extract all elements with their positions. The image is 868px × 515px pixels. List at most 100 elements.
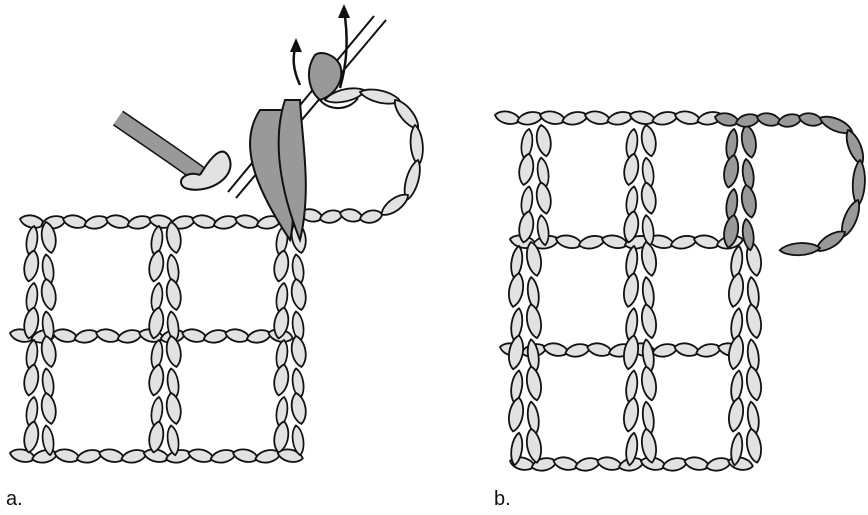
chain-stitch (564, 342, 591, 359)
chain-stitch (693, 233, 721, 250)
double-crochet-post (164, 278, 183, 311)
chain-stitch (126, 214, 153, 231)
double-crochet-post (272, 249, 291, 282)
double-crochet-post (639, 303, 658, 339)
chain-stitch (552, 455, 579, 472)
chain-stitch (670, 234, 698, 251)
double-crochet-post (289, 392, 308, 425)
chain-stitch (596, 455, 623, 472)
chain-stitch (213, 214, 240, 231)
chain-stitch (105, 213, 132, 230)
double-crochet-post (506, 272, 525, 308)
chain-loop (324, 85, 425, 219)
chain-stitch (52, 327, 79, 344)
chain-stitch (181, 327, 208, 344)
chain-stitch (651, 342, 678, 359)
double-crochet-post (744, 303, 763, 339)
double-crochet-post (147, 420, 166, 453)
double-crochet-post (622, 153, 641, 186)
panel-b-svg (440, 0, 868, 515)
chain-stitch (224, 327, 251, 344)
chain-stitch (574, 456, 601, 473)
new-chain-stitch (852, 160, 866, 207)
chain-stitch (542, 341, 569, 358)
double-crochet-post (272, 363, 291, 396)
double-crochet-post (621, 334, 640, 370)
double-crochet-post (39, 392, 58, 425)
new-double-crochet (722, 154, 741, 189)
double-crochet-post (164, 392, 183, 425)
double-crochet-post (639, 181, 658, 214)
double-crochet-post (147, 363, 166, 396)
chain-stitch (210, 448, 238, 465)
double-crochet-post (534, 124, 553, 157)
panel-b-caption: b. (494, 488, 511, 511)
chain-stitch (116, 328, 143, 345)
chain-stitch (339, 207, 364, 224)
double-crochet-post (726, 272, 745, 308)
chain-stitch (674, 109, 702, 126)
new-chain-stitch (842, 128, 867, 167)
chain-stitch (705, 456, 732, 473)
new-chain-stitch (813, 227, 848, 256)
chain-stitch (378, 190, 412, 219)
double-crochet-post (39, 278, 58, 311)
double-crochet-post (621, 397, 640, 433)
chain-stitch (539, 109, 567, 126)
chain-stitch (673, 341, 700, 358)
double-crochet-post (524, 365, 543, 401)
chain-stitch (578, 234, 606, 251)
double-crochet-post (639, 365, 658, 401)
panel-a: a. (0, 0, 440, 515)
chain-stitch (234, 213, 261, 230)
chain-stitch (555, 233, 583, 250)
working-yarn-fill (118, 118, 200, 175)
new-mesh-space (714, 111, 868, 256)
chain-stitch (191, 213, 218, 230)
chain-stitch (246, 328, 273, 345)
double-crochet-post (517, 153, 536, 186)
new-double-crochet (739, 184, 758, 219)
chain-stitch (203, 328, 230, 345)
double-crochet-post (534, 181, 553, 214)
double-crochet-post (22, 420, 41, 453)
double-crochet-post (147, 249, 166, 282)
chain-stitch (683, 455, 710, 472)
chain-stitch (98, 447, 126, 464)
panel-b: b. (440, 0, 868, 515)
chain-stitch (651, 110, 679, 127)
chain-stitch (83, 214, 110, 231)
double-crochet-post (744, 428, 763, 464)
chain-stitch (76, 448, 104, 465)
double-crochet-post (22, 363, 41, 396)
double-crochet-post (506, 334, 525, 370)
chain-stitch (95, 327, 122, 344)
chain-stitch (62, 213, 89, 230)
new-chain-stitch (756, 111, 782, 128)
mesh-grid (9, 207, 384, 465)
new-chain-stitch (735, 112, 761, 129)
new-double-crochet (741, 218, 756, 251)
chain-stitch (661, 456, 688, 473)
chain-stitch (232, 447, 260, 464)
double-crochet-post (639, 124, 658, 157)
panel-a-caption: a. (6, 488, 23, 511)
double-crochet-post (621, 272, 640, 308)
double-crochet-post (726, 397, 745, 433)
double-crochet-post (22, 249, 41, 282)
double-crochet-post (166, 425, 181, 456)
double-crochet-post (506, 397, 525, 433)
chain-stitch (584, 109, 612, 126)
double-crochet-post (289, 278, 308, 311)
chain-stitch (695, 342, 722, 359)
chain-stitch (73, 328, 100, 345)
chain-stitch (516, 110, 544, 127)
chain-stitch (120, 448, 148, 465)
chain-stitch (319, 208, 344, 225)
double-crochet-post (524, 303, 543, 339)
crochet-hook (228, 16, 386, 198)
chain-stitch (494, 109, 522, 126)
chain-stitch (561, 110, 589, 127)
chain-stitch (629, 109, 657, 126)
double-crochet-post (726, 334, 745, 370)
